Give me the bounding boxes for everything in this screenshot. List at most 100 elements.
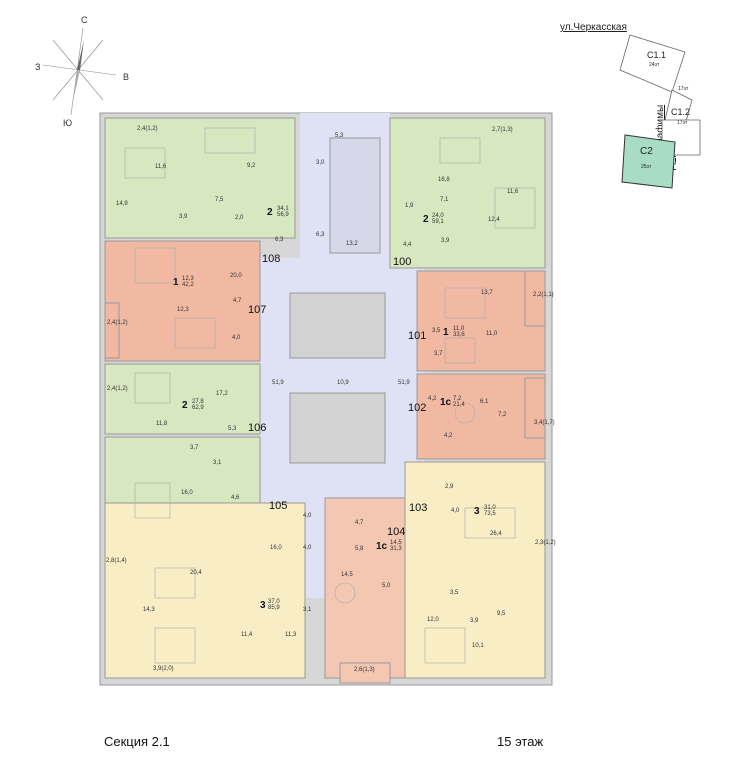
room-label: 12,0: [427, 617, 439, 623]
room-label: 16,0: [181, 490, 193, 496]
apt-no-106: 106: [248, 422, 267, 434]
room-label: 2,7(1,3): [492, 127, 513, 133]
room-label: 2,2(1,1): [533, 292, 554, 298]
room-label: 9,2: [247, 163, 256, 169]
apt-101-rooms: 1: [443, 327, 449, 338]
floor-plan: [99, 112, 553, 686]
bld-c12-floors: 17эт: [677, 120, 688, 126]
room-label: 14,3: [143, 607, 155, 613]
apt-101-areas: 11,0 33,6: [453, 326, 465, 338]
room-label: 4,7: [233, 298, 242, 304]
apt-no-101: 101: [408, 330, 427, 342]
apt-102-rooms: 1с: [440, 397, 452, 408]
apt-no-104: 104: [387, 526, 406, 538]
apt-105-rooms: 3: [260, 600, 266, 611]
site-buildings: [619, 34, 701, 189]
apt-107-areas: 12,3 42,2: [182, 276, 194, 288]
street-cherkasskaya: ул.Черкасская: [560, 22, 627, 33]
room-label: 7,1: [440, 197, 449, 203]
room-label: 17,2: [216, 391, 228, 397]
compass-e-label: В: [123, 72, 130, 82]
apt-108-areas: 34,1 56,9: [277, 206, 289, 218]
bld-c12-name: С1.2: [671, 107, 691, 117]
room-label: 3,9: [441, 238, 450, 244]
room-label: 12,3: [177, 307, 189, 313]
core-stair-area: 13,2: [346, 241, 358, 247]
apt-no-103: 103: [409, 502, 428, 514]
core-hall-mid: 10,9: [337, 380, 349, 386]
room-label: 3,5: [450, 590, 459, 596]
room-label: 5,3: [228, 426, 237, 432]
core-hall-right: 51,9: [398, 380, 410, 386]
apt-no-100: 100: [393, 256, 412, 268]
room-label: 11,4: [241, 632, 253, 638]
room-label: 1,9: [405, 203, 414, 209]
room-label: 14,5: [341, 572, 353, 578]
room-label: 2,8(1,4): [106, 558, 127, 564]
apt-102-areas: 7,2 21,4: [453, 396, 465, 408]
room-label: 26,4: [490, 531, 502, 537]
bld-c11-floors: 24эт: [649, 62, 660, 68]
apt-100-rooms: 2: [423, 214, 429, 225]
compass-rose: [42, 27, 117, 116]
room-label: 11,8: [156, 421, 168, 427]
bld-c2-name: С2: [640, 146, 653, 157]
room-label: 3,9(2,0): [153, 666, 174, 672]
compass-w-label: З: [35, 62, 41, 72]
bld-mid-floors: 17эт: [678, 86, 689, 92]
room-label: 5,0: [382, 583, 391, 589]
room-label: 2,3(1,2): [535, 540, 556, 546]
room-label: 3,5: [432, 328, 441, 334]
room-label: 4,0: [232, 335, 241, 341]
room-label: 13,7: [481, 290, 493, 296]
room-label: 11,6: [155, 164, 167, 170]
room-label: 3,1: [303, 607, 312, 613]
room-label: 4,6: [231, 495, 240, 501]
room-label: 3,9: [179, 214, 188, 220]
room-label: 4,7: [355, 520, 364, 526]
apt-no-102: 102: [408, 402, 427, 414]
apt-104-rooms: 1с: [376, 541, 388, 552]
apt-106-rooms: 2: [182, 400, 188, 411]
room-label: 10,1: [472, 643, 484, 649]
room-label: 7,5: [215, 197, 224, 203]
room-label: 2,4(1,2): [137, 126, 158, 132]
room-label: 5,8: [355, 546, 364, 552]
room-label: 12,4: [488, 217, 500, 223]
apt-100-areas: 24,0 59,1: [432, 213, 444, 225]
room-label: 20,4: [190, 570, 202, 576]
room-label: 3,1: [213, 460, 222, 466]
room-label: 2,4(1,2): [107, 386, 128, 392]
room-label: 4,2: [444, 433, 453, 439]
room-label: 11,0: [486, 331, 498, 337]
room-label: 4,0: [303, 513, 312, 519]
core-hall-left: 51,9: [272, 380, 284, 386]
room-label: 11,3: [285, 632, 297, 638]
apt-106-areas: 27,8 62,9: [192, 399, 204, 411]
room-label: 20,0: [230, 273, 242, 279]
bld-c11-name: С1.1: [647, 50, 667, 60]
room-label: 3,4(1,7): [534, 420, 555, 426]
apt-103-areas: 31,0 73,5: [484, 505, 496, 517]
core-corridor-l1: 3,0: [316, 160, 325, 166]
room-label: 2,9: [445, 484, 454, 490]
room-label: 6,1: [480, 399, 489, 405]
room-label: 3,7: [190, 445, 199, 451]
room-label: 7,2: [498, 412, 507, 418]
room-label: 4,2: [428, 396, 437, 402]
apt-104-areas: 14,5 31,3: [390, 540, 402, 552]
room-label: 2,6(1,3): [354, 667, 375, 673]
apt-103-rooms: 3: [474, 506, 480, 517]
apt-107-rooms: 1: [173, 277, 179, 288]
compass-s-label: Ю: [63, 118, 73, 128]
room-label: 3,9: [470, 618, 479, 624]
room-label: 4,4: [403, 242, 412, 248]
room-label: 2,0: [235, 215, 244, 221]
room-label: 6,3: [275, 237, 284, 243]
room-label: 16,0: [270, 545, 282, 551]
room-label: 4,0: [303, 545, 312, 551]
room-label: 3,7: [434, 351, 443, 357]
core-corridor-top: 5,3: [335, 133, 344, 139]
apt-no-107: 107: [248, 304, 267, 316]
section-label: Секция 2.1: [104, 734, 170, 749]
